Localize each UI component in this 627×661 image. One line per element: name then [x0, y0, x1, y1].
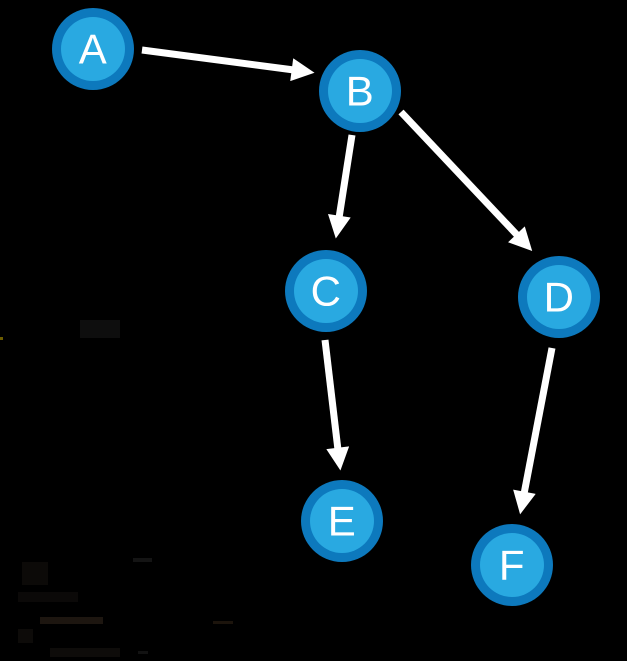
node-label: B	[346, 68, 375, 115]
edge-d-f	[513, 347, 556, 515]
node-body	[310, 489, 374, 553]
node-label: E	[328, 498, 357, 545]
node-label: C	[311, 268, 342, 315]
edge-b-d	[398, 109, 533, 252]
node-body	[527, 265, 591, 329]
node-label: F	[499, 542, 525, 589]
node-body	[328, 59, 392, 123]
node-label: D	[544, 274, 575, 321]
graph-node-e[interactable]: E	[301, 480, 383, 562]
graph-node-f[interactable]: F	[471, 524, 553, 606]
node-body	[480, 533, 544, 597]
graph-node-a[interactable]: A	[52, 8, 134, 90]
edge-a-b	[141, 46, 315, 82]
graph-nodes: A B C D E	[52, 8, 600, 606]
graph-node-d[interactable]: D	[518, 256, 600, 338]
node-body	[294, 259, 358, 323]
node-label: A	[79, 26, 108, 73]
graph-edges	[141, 46, 556, 515]
node-body	[61, 17, 125, 81]
edge-b-c	[327, 134, 356, 239]
edge-c-e	[321, 339, 350, 471]
graph-node-b[interactable]: B	[319, 50, 401, 132]
graph-node-c[interactable]: C	[285, 250, 367, 332]
